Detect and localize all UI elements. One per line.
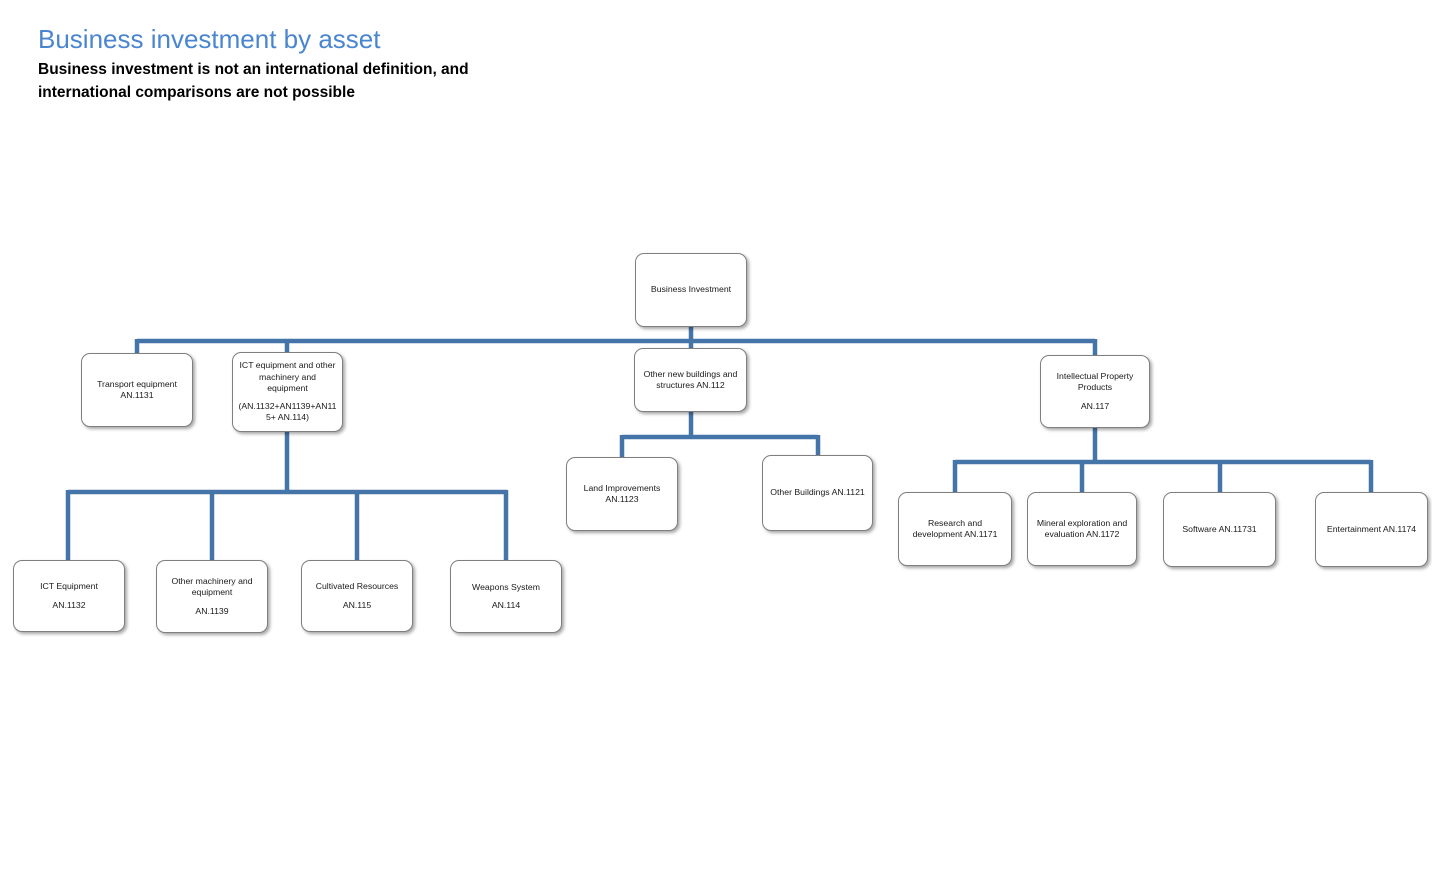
page-subtitle: Business investment is not an internatio… bbox=[38, 61, 469, 102]
node-label: Weapons System bbox=[472, 581, 540, 592]
node-weapons-system: Weapons System AN.114 bbox=[450, 560, 562, 633]
node-label: Other new buildings and structures AN.11… bbox=[643, 368, 738, 390]
node-label: Transport equipment AN.1131 bbox=[97, 378, 177, 400]
node-label: Other Buildings AN.1121 bbox=[770, 487, 865, 498]
node-label: AN.1139 bbox=[195, 605, 229, 616]
node-label: AN.117 bbox=[1080, 400, 1110, 411]
node-intellectual-property: Intellectual Property Products AN.117 bbox=[1040, 355, 1150, 428]
node-cultivated-resources: Cultivated Resources AN.115 bbox=[301, 560, 413, 632]
node-label: (AN.1132+AN1139+AN115+ AN.114) bbox=[238, 401, 337, 423]
node-other-machinery: Other machinery and equipment AN.1139 bbox=[156, 560, 268, 633]
connector-ipp-children bbox=[952, 428, 1374, 494]
connector-root-to-level1 bbox=[134, 327, 1098, 357]
node-entertainment: Entertainment AN.1174 bbox=[1315, 492, 1428, 567]
node-label: Entertainment AN.1174 bbox=[1326, 523, 1417, 534]
node-label: Cultivated Resources bbox=[315, 581, 399, 592]
node-label: AN.1132 bbox=[52, 599, 86, 610]
node-label: ICT Equipment bbox=[40, 581, 98, 592]
node-business-investment: Business Investment bbox=[635, 253, 747, 327]
connector-buildings-children bbox=[619, 412, 821, 459]
node-label: Land Improvements AN.1123 bbox=[583, 482, 661, 504]
node-label: Business Investment bbox=[650, 284, 732, 295]
node-label: Intellectual Property Products bbox=[1056, 371, 1134, 393]
node-mineral-exploration: Mineral exploration and evaluation AN.11… bbox=[1027, 492, 1137, 566]
node-ict-equipment: ICT Equipment AN.1132 bbox=[13, 560, 125, 632]
node-other-new-buildings: Other new buildings and structures AN.11… bbox=[634, 348, 747, 412]
node-label: Software AN.11731 bbox=[1182, 523, 1257, 534]
node-other-buildings: Other Buildings AN.1121 bbox=[762, 455, 873, 531]
connector-ict-group-children bbox=[65, 432, 509, 562]
node-label: Research and development AN.1171 bbox=[912, 517, 998, 539]
node-label: AN.114 bbox=[491, 600, 521, 610]
node-label: AN.115 bbox=[342, 599, 372, 610]
node-land-improvements: Land Improvements AN.1123 bbox=[566, 457, 678, 531]
node-research-development: Research and development AN.1171 bbox=[898, 492, 1012, 566]
node-label: Other machinery and equipment bbox=[171, 576, 253, 598]
node-ict-equipment-group: ICT equipment and other machinery and eq… bbox=[232, 352, 343, 432]
node-label: ICT equipment and other machinery and eq… bbox=[239, 360, 336, 393]
node-label: Mineral exploration and evaluation AN.11… bbox=[1036, 517, 1128, 539]
node-software: Software AN.11731 bbox=[1163, 492, 1276, 567]
node-transport-equipment: Transport equipment AN.1131 bbox=[81, 353, 193, 427]
page-title: Business investment by asset bbox=[38, 24, 381, 54]
